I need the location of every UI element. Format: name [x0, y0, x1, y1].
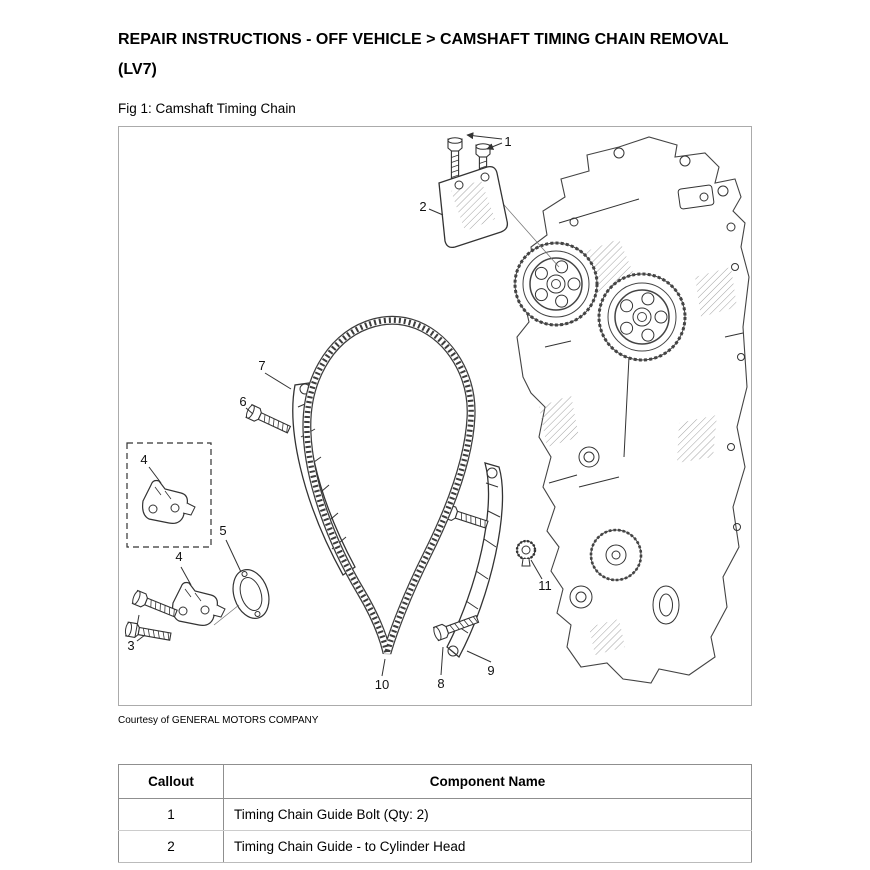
gasket-alignment-line: [213, 604, 240, 626]
callout-label-8: 8: [437, 676, 444, 691]
document-content: REPAIR INSTRUCTIONS - OFF VEHICLE > CAMS…: [118, 0, 752, 863]
page-title-line2: (LV7): [118, 61, 157, 78]
callout-label-3: 3: [127, 638, 134, 653]
table-header-row: Callout Component Name: [118, 764, 752, 799]
component-table: Callout Component Name 1 Timing Chain Gu…: [118, 764, 752, 863]
tensioner-dashed-box: [126, 442, 212, 548]
tensioner-gasket: [232, 569, 270, 619]
table-header-callout: Callout: [118, 764, 224, 799]
page-title: REPAIR INSTRUCTIONS - OFF VEHICLE > CAMS…: [118, 25, 752, 85]
callout-label-9: 9: [487, 663, 494, 678]
courtesy-line: Courtesy of GENERAL MOTORS COMPANY: [118, 715, 319, 726]
callout-labels: 1 2 3 4 4 5 6 7 8 9 10 11: [127, 134, 551, 692]
crank-sprocket: [589, 528, 643, 582]
upper-chain-guide: [438, 165, 509, 249]
guide-pivot-bolt: [244, 403, 293, 437]
table-row: 2 Timing Chain Guide - to Cylinder Head: [118, 830, 752, 863]
component-cell: Timing Chain Guide Bolt (Qty: 2): [223, 798, 752, 831]
engine-block: [513, 136, 750, 684]
tensioner-in-box: [142, 479, 196, 525]
cam-sprocket-left: [513, 241, 599, 327]
callout-cell: 1: [118, 798, 224, 831]
table-row: 1 Timing Chain Guide Bolt (Qty: 2): [118, 798, 752, 831]
callout-label-11: 11: [538, 578, 552, 593]
callout-cell: 2: [118, 830, 224, 863]
chain-guide-right: [446, 462, 504, 659]
leader-lines: [134, 132, 543, 677]
callout-label-10: 10: [375, 677, 389, 692]
component-cell: Timing Chain Guide - to Cylinder Head: [223, 830, 752, 863]
alignment-line: [496, 196, 560, 268]
cam-sprocket-right: [597, 272, 687, 362]
callout-label-4b: 4: [175, 549, 182, 564]
callout-label-7: 7: [258, 358, 265, 373]
callout-label-1: 1: [504, 134, 511, 149]
page-title-line1: REPAIR INSTRUCTIONS - OFF VEHICLE > CAMS…: [118, 31, 729, 48]
callout-label-5: 5: [219, 523, 226, 538]
figure-caption: Fig 1: Camshaft Timing Chain: [118, 101, 296, 116]
timing-chain: [307, 320, 471, 653]
chain-guide-left: [292, 382, 356, 576]
tensioner-bolt-1: [130, 589, 179, 621]
figure-frame: 1 2 3 4 4 5 6 7 8 9 10 11: [118, 126, 752, 706]
timing-chain-diagram: 1 2 3 4 4 5 6 7 8 9 10 11: [123, 132, 750, 692]
callout-label-4a: 4: [140, 452, 147, 467]
table-header-component: Component Name: [223, 764, 752, 799]
callout-label-2: 2: [419, 199, 426, 214]
chain-guide-stud: [515, 539, 537, 567]
tensioner-lower: [172, 581, 226, 627]
callout-label-6: 6: [239, 394, 246, 409]
